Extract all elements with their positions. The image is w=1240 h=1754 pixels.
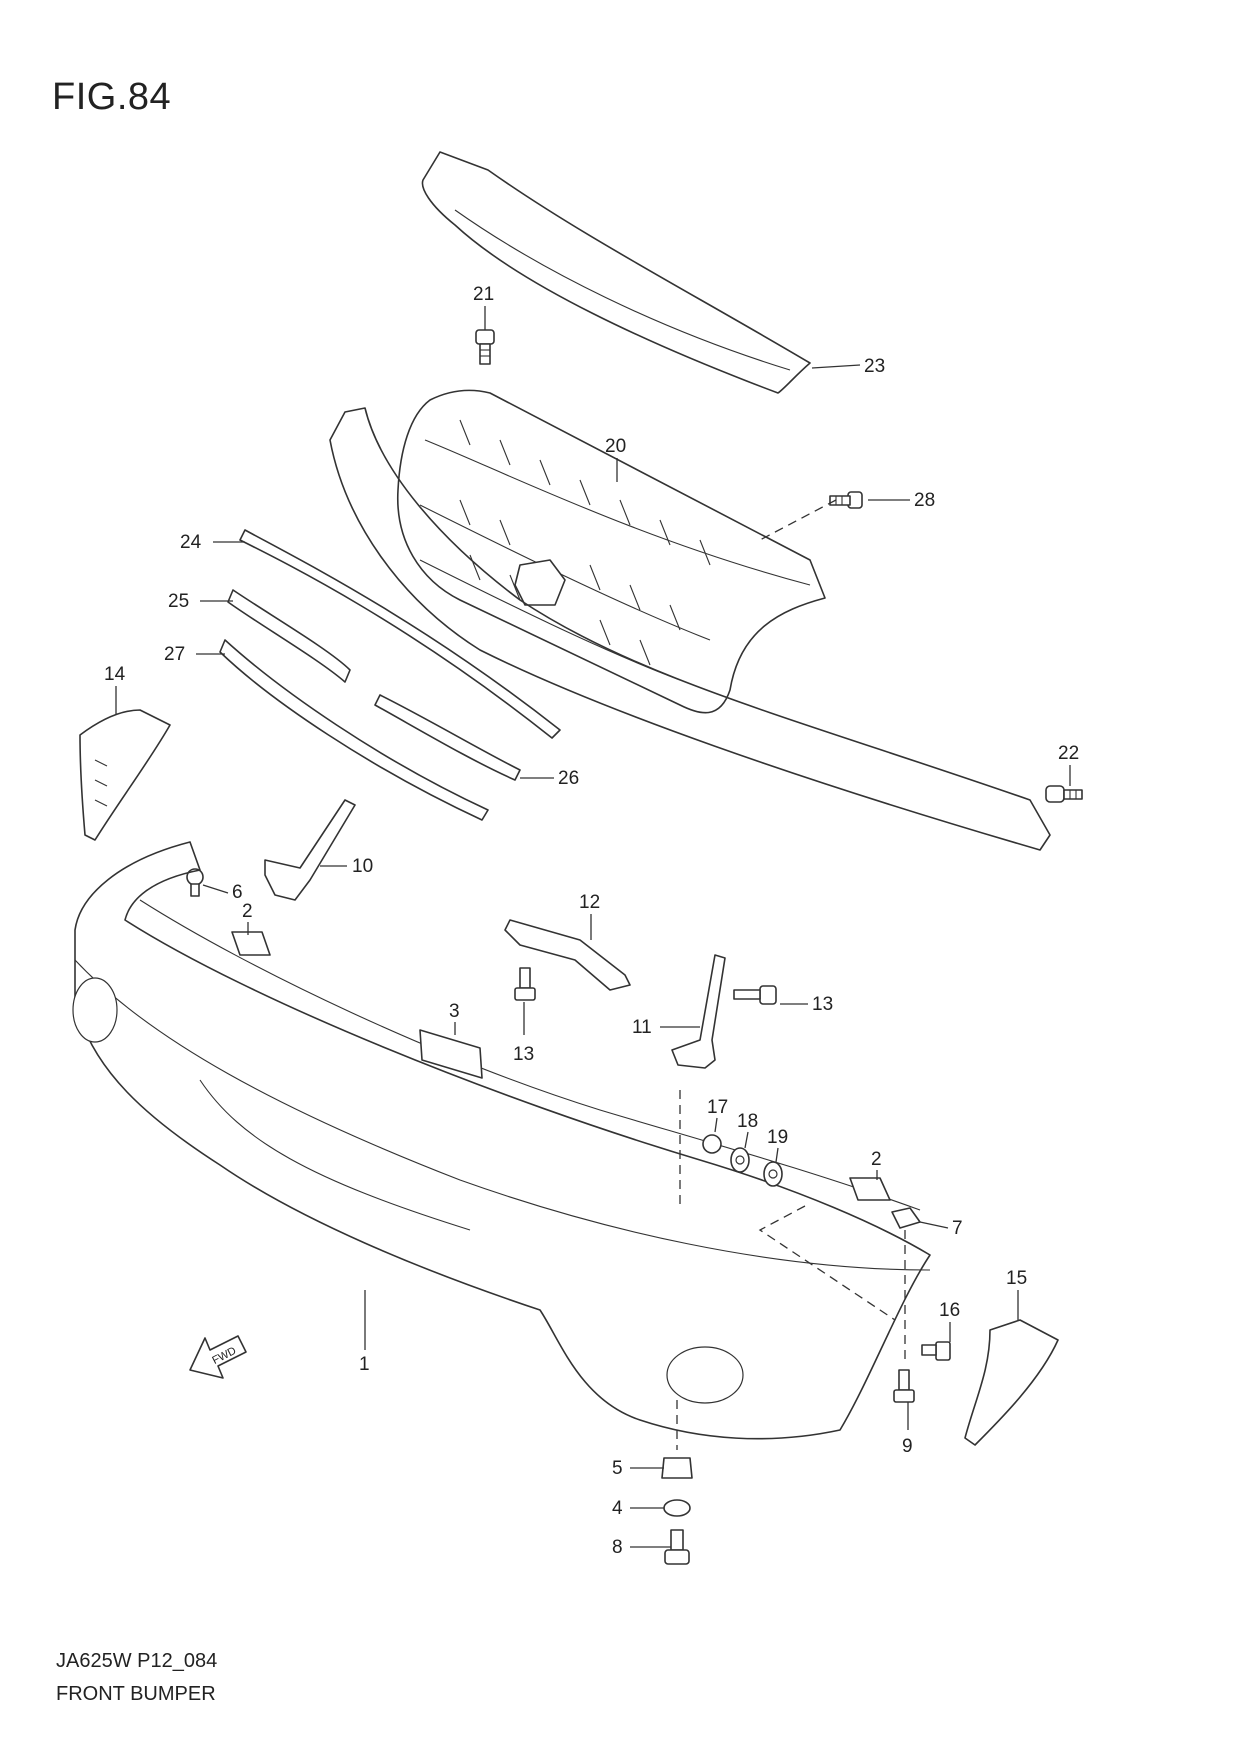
figure-title: FIG.84 [52,76,172,118]
callout-2-right: 2 [871,1149,882,1170]
callout-13-left: 13 [513,1044,534,1065]
part-5-grommet [661,1457,693,1479]
part-26-moulding [374,694,521,781]
part-1-front-bumper [72,841,931,1440]
part-22-screw [1045,785,1083,803]
part-10-bracket [264,799,356,901]
callout-27: 27 [164,644,185,665]
callout-22: 22 [1058,743,1079,764]
callout-13-right: 13 [812,994,833,1015]
part-28-screw [829,491,863,509]
callout-26: 26 [558,768,579,789]
alignment-lines [676,499,906,1450]
callout-28: 28 [914,490,935,511]
callout-2-left: 2 [242,901,253,922]
callout-21: 21 [473,284,494,305]
part-2-pad-right [849,1177,891,1201]
leader-lines [115,306,1071,1548]
callout-25: 25 [168,591,189,612]
callout-12: 12 [579,892,600,913]
part-7-clip-nut [891,1207,921,1229]
callout-5: 5 [612,1458,623,1479]
part-18-washer [730,1147,750,1173]
part-20-grille [397,389,826,714]
part-11-bracket [671,954,726,1069]
callout-20: 20 [605,436,626,457]
fwd-arrow-icon: FWD [189,1335,247,1379]
callout-24: 24 [180,532,202,553]
part-2-pad-left [231,931,271,956]
callout-1: 1 [359,1354,370,1375]
part-23-hood-garnish [421,151,811,394]
part-16-bolt [921,1341,951,1361]
part-27-moulding [219,639,489,821]
part-13-bolt-right [733,985,777,1005]
part-17-nut [702,1134,722,1154]
part-19-washer [763,1161,783,1187]
part-13-bolt-left [514,967,536,1001]
callout-9: 9 [902,1436,913,1457]
part-14-side-bracket [79,709,171,841]
callout-14: 14 [104,664,126,685]
callout-19: 19 [767,1127,788,1148]
part-24-moulding [239,529,561,739]
callout-11: 11 [632,1017,652,1038]
part-6-clip [186,868,204,897]
callout-16: 16 [939,1300,960,1321]
part-25-moulding [227,589,351,683]
grille-frame [329,407,1051,851]
figure-name: FRONT BUMPER [56,1683,216,1705]
callout-numbers: 21 23 20 28 24 25 27 14 22 26 10 6 2 12 … [104,284,1079,1558]
callout-23: 23 [864,356,885,377]
callout-17: 17 [707,1097,728,1118]
callout-6: 6 [232,882,243,903]
part-15-side-cover [964,1319,1059,1446]
part-4-washer [663,1499,691,1517]
part-8-bolt [664,1529,690,1565]
callout-7: 7 [952,1218,963,1239]
callout-18: 18 [737,1111,758,1132]
figure-code: JA625W P12_084 [56,1650,218,1672]
part-9-bolt [893,1369,915,1403]
part-12-bracket [504,919,631,991]
callout-8: 8 [612,1537,623,1558]
callout-10: 10 [352,856,373,877]
callout-4: 4 [612,1498,623,1519]
callout-15: 15 [1006,1268,1027,1289]
part-3-label-plate [419,1029,483,1079]
callout-3: 3 [449,1001,460,1022]
part-21-screw [475,329,495,365]
